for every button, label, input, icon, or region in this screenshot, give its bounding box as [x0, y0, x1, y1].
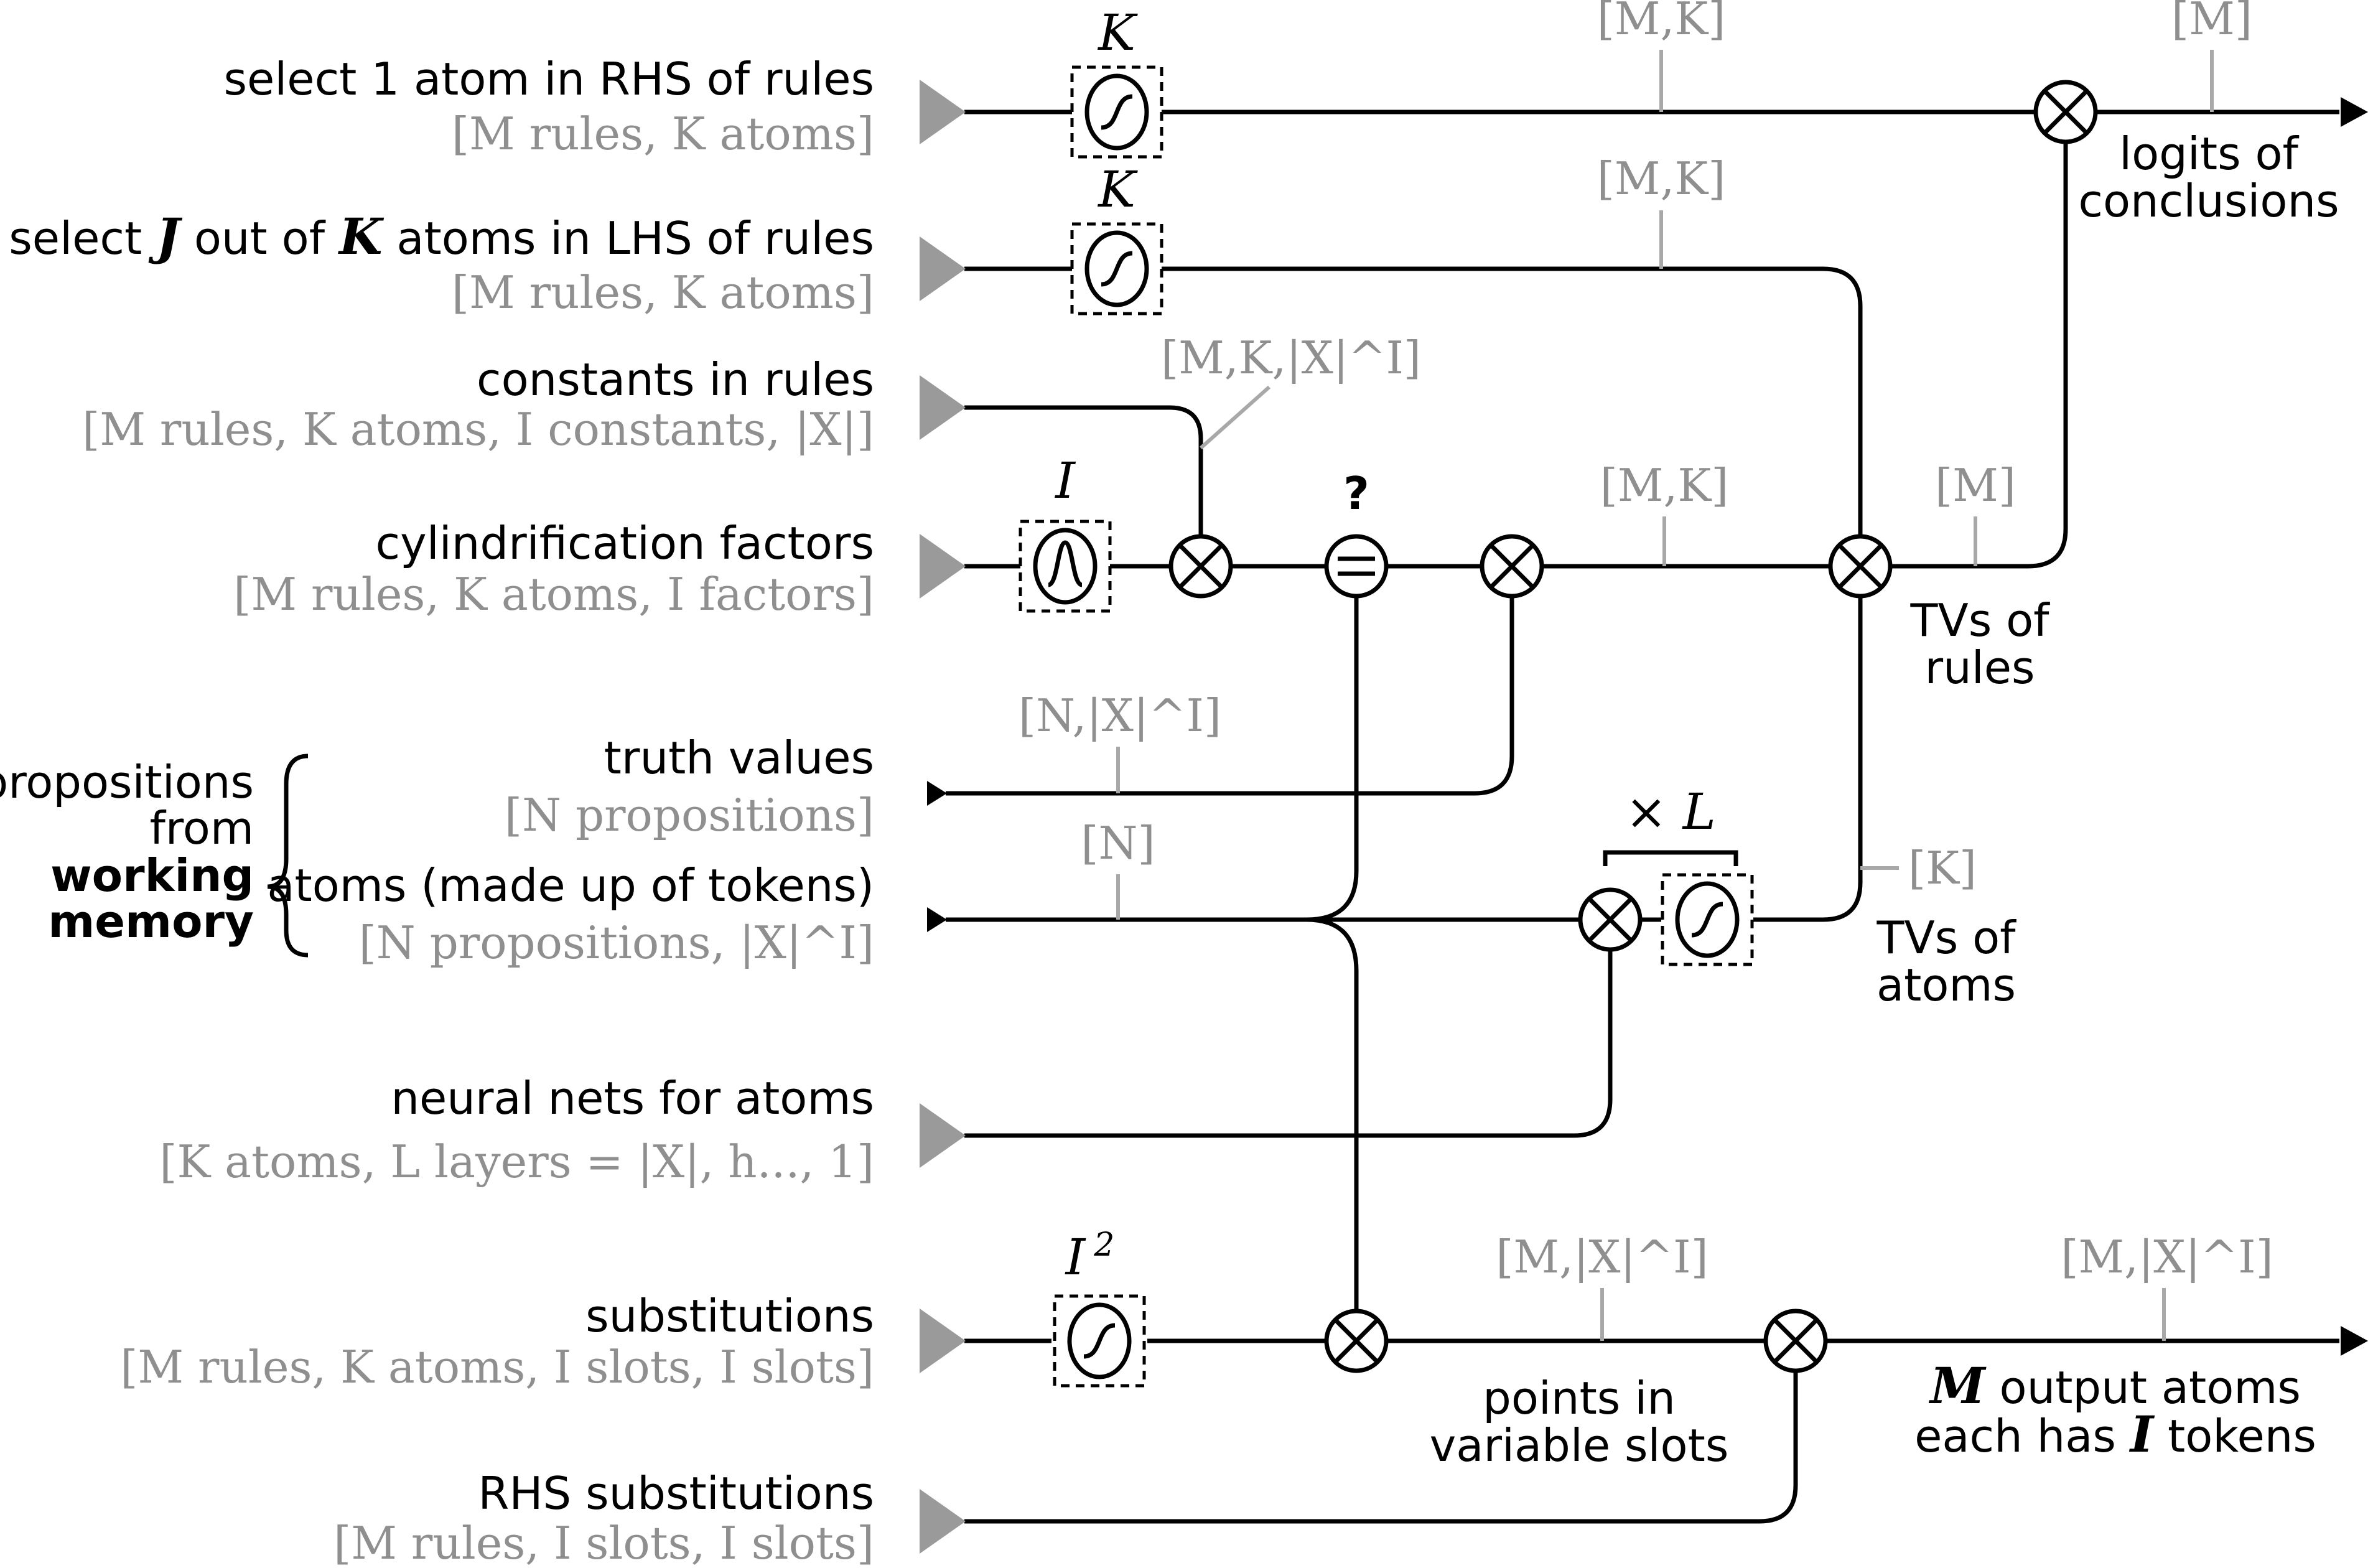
input-dims-substitutions: [M rules, K atoms, I slots, I slots]	[120, 1341, 874, 1393]
input-label-cylindrification: cylindrification factors	[376, 517, 874, 569]
input-port-substitutions	[920, 1309, 966, 1373]
input-dims-neural-nets: [K atoms, L layers = |X|, h..., 1]	[159, 1136, 874, 1188]
input-label-constants: constants in rules	[477, 353, 874, 406]
shape-tag-t3: [M,K]	[1597, 152, 1726, 205]
shape-tag-t6: [M]	[1935, 459, 2016, 511]
input-dims-lhs-select: [M rules, K atoms]	[452, 266, 874, 319]
group-brace	[267, 754, 309, 958]
input-port-constants	[920, 375, 966, 440]
layers-bracket	[1603, 850, 1738, 866]
shape-tag-t8: [N]	[1081, 817, 1155, 869]
input-label-rhs-select: select 1 atom in RHS of rules	[223, 53, 874, 105]
softmax-k-box-rhs	[1070, 65, 1163, 159]
softmax-k-box-lhs	[1070, 222, 1163, 315]
multiply-node-neural	[1578, 887, 1643, 952]
truth-values-arrowhead	[927, 781, 947, 806]
shape-tag-t10: [M,|X|^I]	[1496, 1231, 1708, 1283]
input-label-rhs-substitutions: RHS substitutions	[478, 1467, 874, 1519]
multiply-node-output	[1763, 1309, 1828, 1373]
multiply-node-truth	[1480, 534, 1544, 599]
input-dims-constants: [M rules, K atoms, I constants, |X|]	[82, 403, 874, 455]
input-dims-cylindrification: [M rules, K atoms, I factors]	[233, 568, 874, 620]
multiply-node-substitution	[1324, 1309, 1389, 1373]
gaussian-i-box	[1019, 520, 1112, 613]
group-label-line4: memory	[48, 895, 254, 948]
shape-tag-t9: [K]	[1908, 842, 1977, 894]
input-label-substitutions: substitutions	[585, 1290, 874, 1342]
atom-tvs-label-line1: TVs of	[1876, 912, 2016, 964]
input-port-cylindrification	[920, 534, 966, 599]
box-label-k1: K	[1097, 4, 1138, 62]
logits-label-line2: conclusions	[2078, 175, 2339, 227]
input-dims-atoms: [N propositions, |X|^I]	[359, 917, 874, 969]
input-port-neural-nets	[920, 1103, 966, 1168]
rhs-substitutions-wire	[964, 1371, 1798, 1524]
lhs-select-wire	[964, 266, 1863, 566]
input-dims-rhs-select: [M rules, K atoms]	[452, 108, 874, 160]
shape-tag-t1: [M,K]	[1597, 0, 1726, 45]
logits-label-line1: logits of	[2119, 128, 2299, 180]
output-atoms-label-line2: each has I tokens	[1914, 1405, 2316, 1463]
box-label-i: I	[1054, 452, 1076, 510]
neural-nets-wire	[964, 950, 1613, 1138]
atom-tvs-wire	[1753, 596, 1863, 922]
equals-node	[1324, 534, 1389, 599]
box-label-k2: K	[1097, 161, 1138, 218]
logits-arrowhead	[2341, 97, 2368, 127]
constants-wire	[964, 405, 1203, 536]
truth-values-wire	[946, 596, 1514, 796]
softmax-l-box	[1661, 873, 1754, 966]
multiply-node-constants	[1168, 534, 1233, 599]
shape-tag-t5: [M,K]	[1600, 459, 1729, 511]
output-arrowhead	[2341, 1326, 2368, 1356]
input-label-atoms: atoms (made up of tokens)	[267, 859, 874, 912]
output-atoms-label-line1: M output atoms	[1928, 1356, 2301, 1415]
points-label-line1: points in	[1483, 1372, 1676, 1424]
shape-tag-t7: [N,|X|^I]	[1019, 689, 1221, 742]
rule-tvs-label-line1: TVs of	[1909, 594, 2050, 646]
layers-label: × L	[1625, 783, 1716, 841]
input-label-lhs-select: select J out of K atoms in LHS of rules	[9, 207, 874, 266]
rule-tvs-wire	[1891, 142, 2068, 569]
shape-tag-t2: [M]	[2171, 0, 2252, 45]
atoms-arrowhead	[927, 907, 947, 932]
input-label-neural-nets: neural nets for atoms	[391, 1072, 874, 1124]
input-port-rhs-substitutions	[920, 1489, 966, 1554]
input-port-lhs-select	[920, 236, 966, 301]
input-dims-rhs-substitutions: [M rules, I slots, I slots]	[333, 1517, 874, 1568]
group-label-line1: propositions	[0, 756, 254, 808]
shape-tag-t4: [M,K,|X|^I]	[1161, 332, 1421, 384]
input-dims-truth-values: [N propositions]	[505, 789, 874, 841]
atom-tvs-label-line2: atoms	[1876, 959, 2016, 1011]
multiply-node-rules	[1828, 534, 1893, 599]
points-label-line2: variable slots	[1430, 1419, 1729, 1472]
rule-tvs-label-line2: rules	[1924, 642, 2035, 694]
group-label-line2: from	[149, 802, 254, 854]
input-port-rhs-select	[920, 80, 966, 144]
shape-tag-t11: [M,|X|^I]	[2061, 1231, 2273, 1283]
input-label-truth-values: truth values	[604, 732, 874, 784]
multiply-node-logits	[2033, 80, 2098, 144]
equals-question-label: ?	[1343, 467, 1369, 520]
group-label-line3: working	[50, 849, 254, 902]
softmax-i2-box	[1053, 1294, 1146, 1388]
